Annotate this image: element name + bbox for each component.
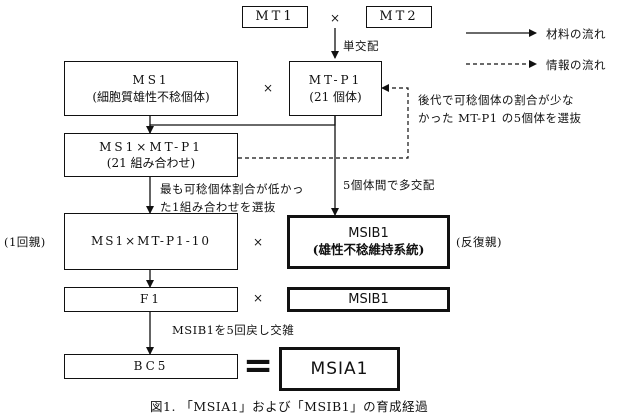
feedback-note-line1: 後代で可稔個体の割合が少な <box>418 93 574 107</box>
equals-sign: = <box>243 345 274 386</box>
legend-material-label: 材料の流れ <box>546 27 606 41</box>
multi-cross-label: 5個体間で多交配 <box>343 178 435 192</box>
mt2-box: MT2 <box>366 6 432 28</box>
mtp1-box: MT-P1 (21 個体) <box>289 61 382 116</box>
legend-info-label: 情報の流れ <box>546 58 606 72</box>
cross-symbol-top: × <box>330 11 341 25</box>
msib1-main-box: MSIB1 (雄性不稔維持系統) <box>287 215 450 269</box>
recurrent-parent-label-right: (反復親) <box>456 235 502 249</box>
mtp1-to-cross-arrow <box>149 116 336 133</box>
bc5-box: BC5 <box>64 354 238 379</box>
mt1-box: MT1 <box>242 6 308 28</box>
ms1-subtitle: (細胞質雄性不稔個体) <box>92 89 210 104</box>
figure-caption: 図1. 「MSIA1」および「MSIB1」の育成経過 <box>150 399 429 414</box>
ms1-mtp1-title: MS1×MT-P1 <box>99 139 203 154</box>
ms1-title: MS1 <box>132 73 170 88</box>
ms1-mtp1-10-label: MS1×MT-P1-10 <box>90 234 212 249</box>
ms1-box: MS1 (細胞質雄性不稔個体) <box>64 61 238 116</box>
mtp1-title: MT-P1 <box>308 73 363 88</box>
select-note: 最も可稔個体割合が低かっ た1組み合わせを選抜 <box>160 181 304 217</box>
f1-label: F1 <box>140 292 162 307</box>
msia1-box: MSIA1 <box>279 347 400 391</box>
select-note-line1: 最も可稔個体割合が低かっ <box>160 182 304 196</box>
cross-symbol-mid: × <box>253 235 264 249</box>
mt2-label: MT2 <box>379 9 419 25</box>
ms1-mtp1-10-box: MS1×MT-P1-10 <box>64 213 238 270</box>
info-flow-dashed <box>238 84 409 159</box>
bc5-label: BC5 <box>133 359 169 374</box>
msib1-main-subtitle: (雄性不稔維持系統) <box>312 242 425 258</box>
select-note-line2: た1組み合わせを選抜 <box>160 199 276 214</box>
mtp1-subtitle: (21 個体) <box>309 89 362 104</box>
cross-symbol-ms1: × <box>263 81 274 95</box>
cross-symbol-f1: × <box>253 291 264 305</box>
msia1-label: MSIA1 <box>310 358 369 379</box>
feedback-note-line2: かった MT-P1 の5個体を選抜 <box>418 110 582 125</box>
msib1-small-label: MSIB1 <box>348 291 389 307</box>
ms1-mtp1-box: MS1×MT-P1 (21 組み合わせ) <box>64 133 238 177</box>
mt1-label: MT1 <box>255 9 295 25</box>
f1-box: F1 <box>64 287 238 312</box>
feedback-note: 後代で可稔個体の割合が少な かった MT-P1 の5個体を選抜 <box>418 92 582 128</box>
msib1-main-title: MSIB1 <box>348 225 389 241</box>
backcross-label: MSIB1を5回戻し交雑 <box>172 323 295 337</box>
single-cross-label: 単交配 <box>343 39 379 53</box>
recurrent-parent-label-left: (1回親) <box>4 235 46 249</box>
msib1-small-box: MSIB1 <box>287 287 450 312</box>
ms1-mtp1-subtitle: (21 組み合わせ) <box>106 156 196 170</box>
